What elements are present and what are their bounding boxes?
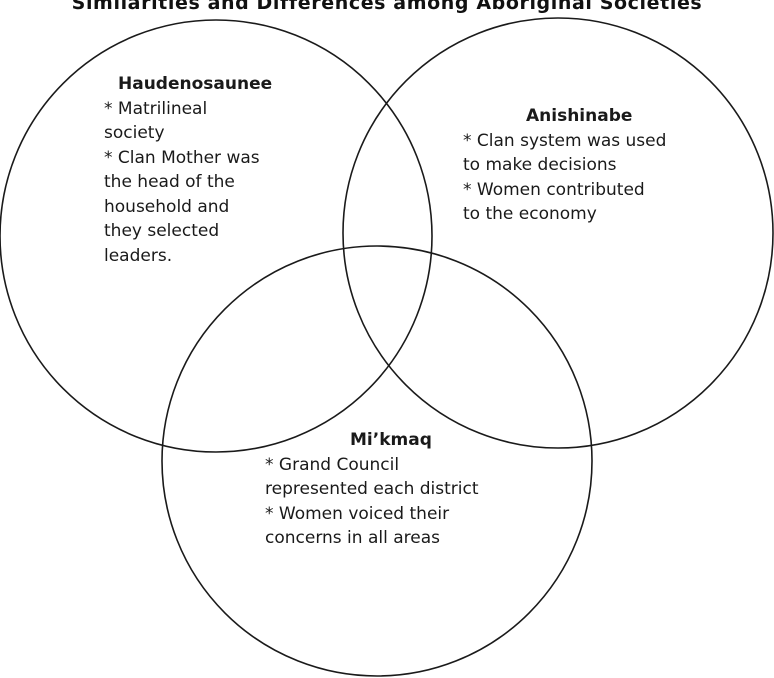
circle-mikmaq [161, 245, 593, 677]
circle-haudenosaunee [0, 19, 433, 453]
page-title: Similarities and Differences among Abori… [71, 0, 703, 14]
mikmaq-item-2: * Women voiced their concerns in all are… [265, 503, 450, 549]
anishinabe-label: Anishinabe * Clan system was used to mak… [463, 104, 703, 227]
mikmaq-item-1: * Grand Council represented each distric… [265, 454, 479, 500]
set-name-anishinabe: Anishinabe [526, 106, 633, 126]
haudenosaunee-item-1: * Matrilineal society [104, 98, 208, 144]
set-name-haudenosaunee: Haudenosaunee [118, 74, 273, 94]
set-name-mikmaq: Mi’kmaq [350, 430, 432, 450]
circle-anishinabe [342, 17, 774, 449]
anishinabe-item-2: * Women contributed to the economy [463, 179, 645, 225]
anishinabe-item-1: * Clan system was used to make decisions [463, 130, 667, 176]
mikmaq-label: Mi’kmaq * Grand Council represented each… [265, 428, 525, 551]
haudenosaunee-item-2: * Clan Mother was the head of the househ… [104, 147, 260, 266]
haudenosaunee-label: Haudenosaunee * Matrilineal society * Cl… [104, 72, 304, 268]
